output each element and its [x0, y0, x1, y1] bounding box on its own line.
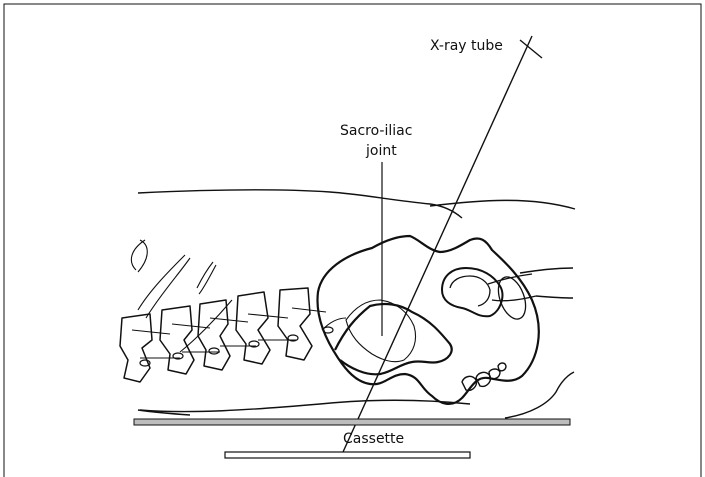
xray-beam-line [343, 36, 532, 452]
sacro-iliac-label-line1: Sacro-iliac [340, 123, 412, 139]
cassette-label: Cassette [343, 431, 404, 447]
vertebra-4 [236, 292, 270, 364]
diagram-border [4, 4, 701, 477]
coccyx [462, 363, 506, 390]
vertebra-1 [120, 314, 152, 382]
pelvis [318, 236, 539, 404]
x-ray-table [134, 419, 570, 425]
femoral-head [442, 268, 536, 323]
sacrum-detail [322, 300, 416, 362]
ribs [131, 240, 232, 352]
sacro-iliac-label-line2: joint [365, 143, 397, 159]
cassette-plate [225, 452, 470, 458]
vertebra-5 [278, 288, 312, 360]
vertebra-2 [160, 306, 194, 374]
vertebra-3 [198, 300, 230, 370]
xray-tube-label: X-ray tube [430, 38, 503, 54]
